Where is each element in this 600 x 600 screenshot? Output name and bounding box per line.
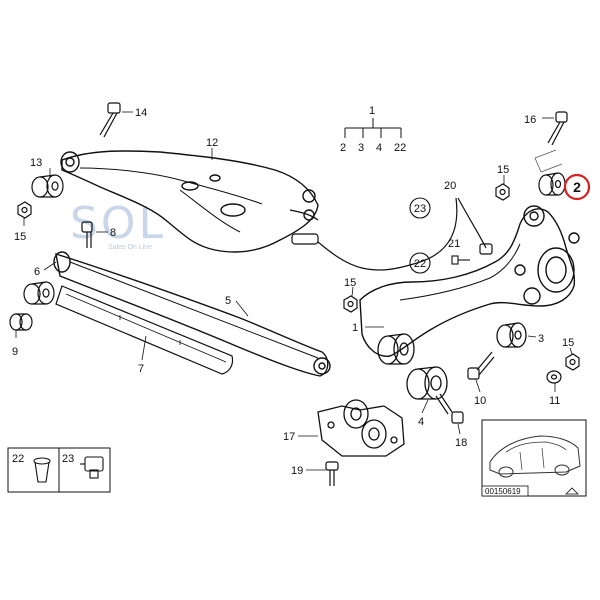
callout-label: 15 (344, 277, 356, 289)
nut-15-left (17, 201, 32, 219)
nut-15-top (495, 183, 510, 201)
legend-number-23: 23 (62, 453, 74, 465)
bushing-13 (31, 174, 64, 198)
bushing-4 (406, 366, 448, 400)
callout-label: 1 (369, 105, 375, 117)
callout-label: 22 (394, 142, 406, 154)
bolt-8 (81, 221, 93, 248)
bushing-2 (538, 172, 566, 196)
watermark: SOL Sales On Line (70, 198, 166, 251)
sleeve-9 (9, 313, 33, 331)
circled-refs: 23 22 (409, 197, 431, 274)
callout-label: 20 (444, 180, 456, 192)
callout-label: 17 (283, 431, 295, 443)
screw-21 (451, 255, 470, 265)
reference-car-box: 00150619 (481, 419, 587, 497)
callout-label: 2 (340, 142, 346, 154)
car-icon (489, 435, 581, 478)
callout-label: 3 (358, 142, 364, 154)
bushing-6 (23, 281, 55, 305)
guide-strip (534, 149, 563, 173)
nut-15-mid (343, 295, 358, 313)
bolt-18 (435, 393, 464, 424)
bolt-14 (99, 102, 121, 138)
callout-label: 4 (376, 142, 382, 154)
lower-link-arm (53, 251, 331, 377)
callout-label: 13 (30, 157, 42, 169)
callout-label: 18 (455, 437, 467, 449)
diagram-reference-code: 00150619 (485, 487, 521, 496)
callout-numbers: 1 2 3 4 22 14 12 13 15 8 6 9 5 7 16 15 2… (12, 105, 574, 477)
highlight-badge: 2 (563, 173, 591, 201)
callout-label: 11 (549, 395, 560, 407)
circled-ref-label: 23 (414, 203, 426, 215)
clip-22 (33, 457, 51, 483)
callout-label: 7 (138, 363, 144, 375)
callout-label: 15 (14, 231, 26, 243)
callout-label: 1 (352, 322, 358, 334)
callout-label: 10 (474, 395, 486, 407)
upper-control-arm (60, 150, 319, 253)
mount-bracket-17 (317, 399, 405, 457)
washer-11 (546, 370, 562, 384)
wheel-carrier (359, 205, 580, 357)
callout-label: 14 (135, 107, 147, 119)
watermark-brand: SOL (70, 198, 166, 249)
clip-23 (80, 456, 104, 479)
callout-label: 15 (497, 164, 509, 176)
bushing-carrier-left (377, 333, 415, 365)
legend-boxes: 22 23 (7, 447, 111, 493)
callout-label: 16 (524, 114, 536, 126)
callout-label: 4 (418, 416, 424, 428)
bushing-3 (496, 322, 527, 348)
callout-label: 5 (225, 295, 231, 307)
leader-lines (15, 148, 573, 471)
heat-shield-7 (55, 285, 234, 375)
circled-ref-label: 22 (414, 258, 426, 270)
group-bracket (344, 118, 402, 138)
highlight-number: 2 (573, 179, 581, 195)
bolt-16 (547, 111, 568, 146)
bolt-10 (467, 351, 495, 380)
callout-label: 6 (34, 266, 40, 278)
callout-label: 15 (562, 337, 574, 349)
callout-label: 19 (291, 465, 303, 477)
nut-15-lower (565, 353, 580, 371)
callout-label: 3 (538, 333, 544, 345)
watermark-tagline: Sales On Line (108, 244, 152, 251)
callout-label: 8 (110, 227, 116, 239)
sensor-wire-20 (291, 197, 493, 271)
legend-number-22: 22 (12, 453, 24, 465)
bolt-19 (325, 461, 339, 486)
callout-label: 12 (206, 137, 218, 149)
callout-label: 21 (448, 238, 460, 250)
callout-label: 9 (12, 346, 18, 358)
